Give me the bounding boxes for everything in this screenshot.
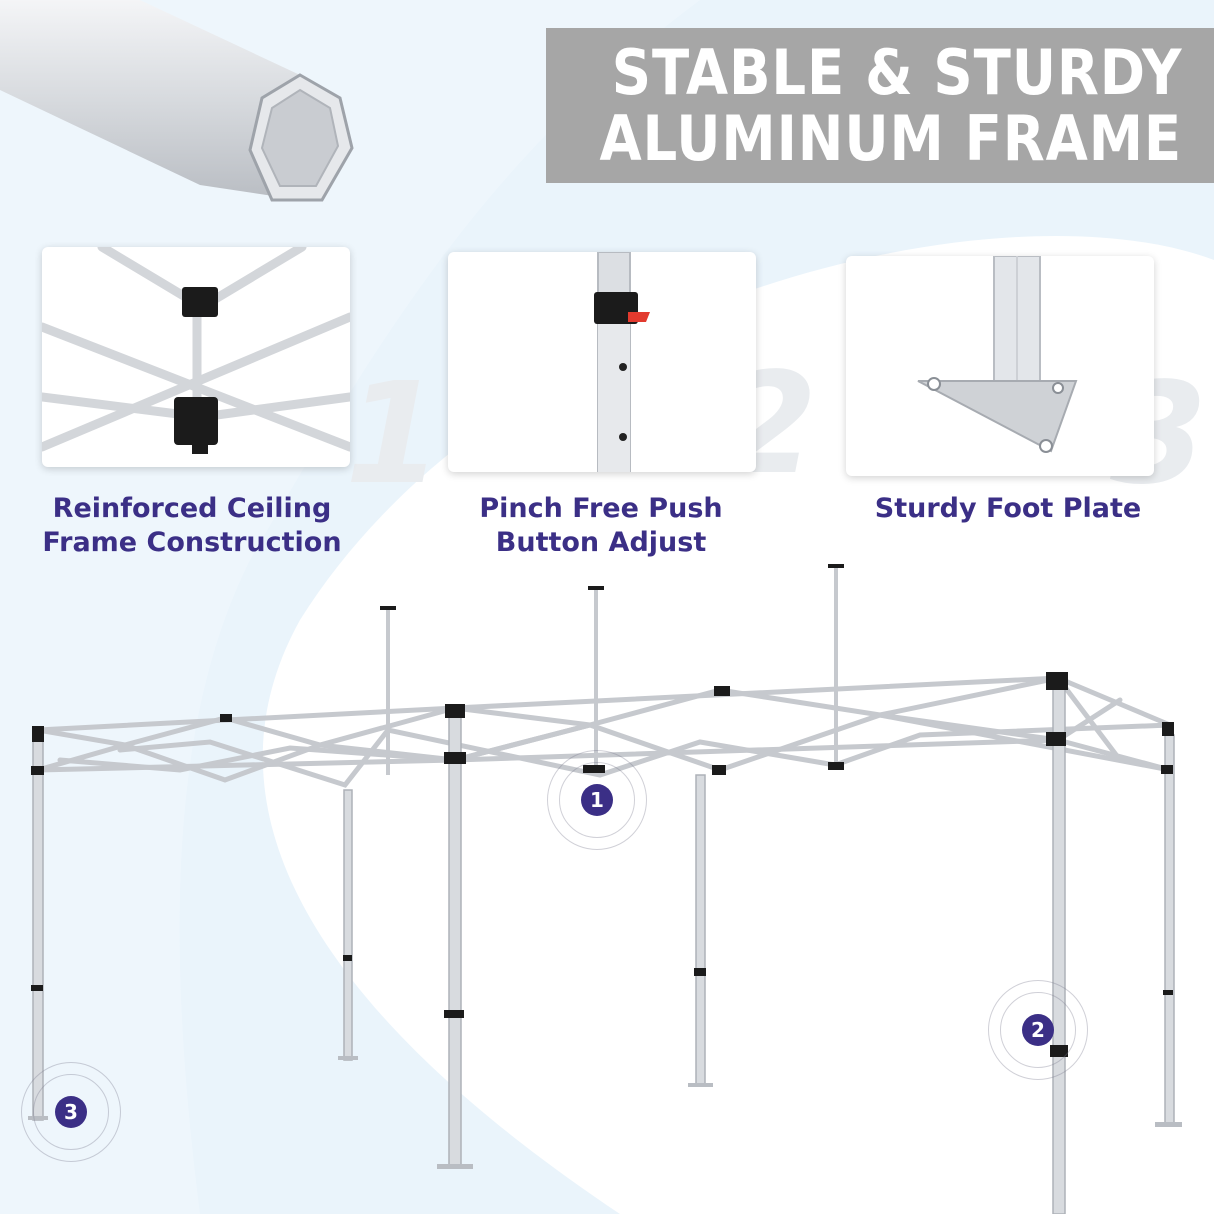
marker-2-badge: 2 [1022,1014,1054,1046]
caption-foot-plate: Sturdy Foot Plate [848,492,1168,526]
caption-push-button-line-1: Pinch Free Push [479,493,723,524]
marker-3-badge: 3 [55,1096,87,1128]
title-banner: STABLE & STURDY ALUMINUM FRAME [546,28,1214,183]
caption-ceiling-frame-line-2: Frame Construction [42,527,342,558]
caption-foot-plate-line-1: Sturdy Foot Plate [874,493,1142,524]
ceiling-frame-closeup-image [42,247,350,454]
feature-card-ceiling-frame [42,247,350,467]
title-line-2: ALUMINUM FRAME [599,101,1182,175]
aluminum-tube-cross-section-image [0,0,354,202]
caption-push-button: Pinch Free Push Button Adjust [441,492,761,560]
caption-ceiling-frame-line-1: Reinforced Ceiling [52,493,332,524]
frame-marker-2: 2 [988,980,1088,1080]
feature-card-foot-plate [846,256,1154,476]
frame-marker-3: 3 [21,1062,121,1162]
caption-ceiling-frame: Reinforced Ceiling Frame Construction [32,492,352,560]
ghost-number-1: 1 [345,353,443,516]
caption-push-button-line-2: Button Adjust [495,527,707,558]
foot-plate-closeup-image [917,256,1078,453]
push-button-leg-closeup-image [594,252,650,472]
title-line-1: STABLE & STURDY [611,35,1182,109]
marker-1-badge: 1 [581,784,613,816]
feature-card-push-button [448,252,756,472]
frame-marker-1: 1 [547,750,647,850]
